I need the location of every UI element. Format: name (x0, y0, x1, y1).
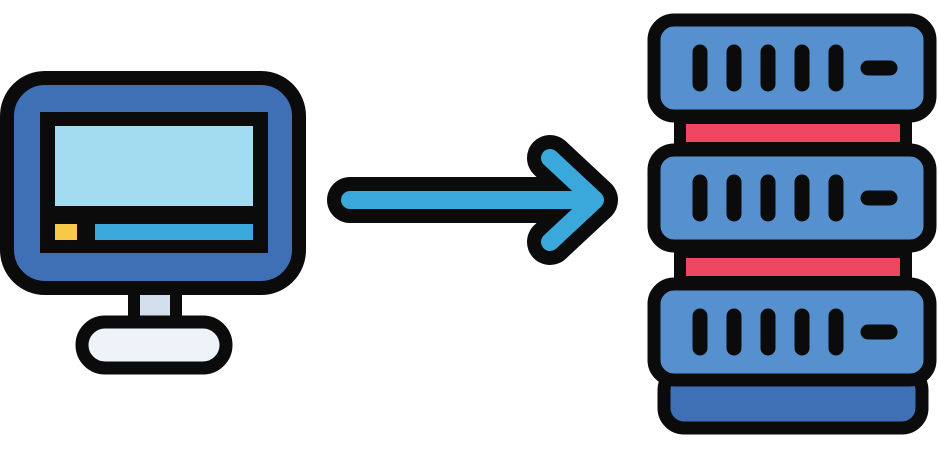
arrow-right-icon (327, 135, 618, 265)
monitor-screen (55, 126, 253, 206)
server-rack-icon (647, 13, 937, 435)
server-unit (647, 277, 937, 387)
desktop-monitor-icon (0, 71, 306, 375)
screen-indicator (55, 224, 77, 240)
server-unit (647, 143, 937, 253)
monitor-base (75, 315, 233, 375)
screen-taskbar (95, 224, 253, 240)
server-unit (647, 13, 937, 123)
